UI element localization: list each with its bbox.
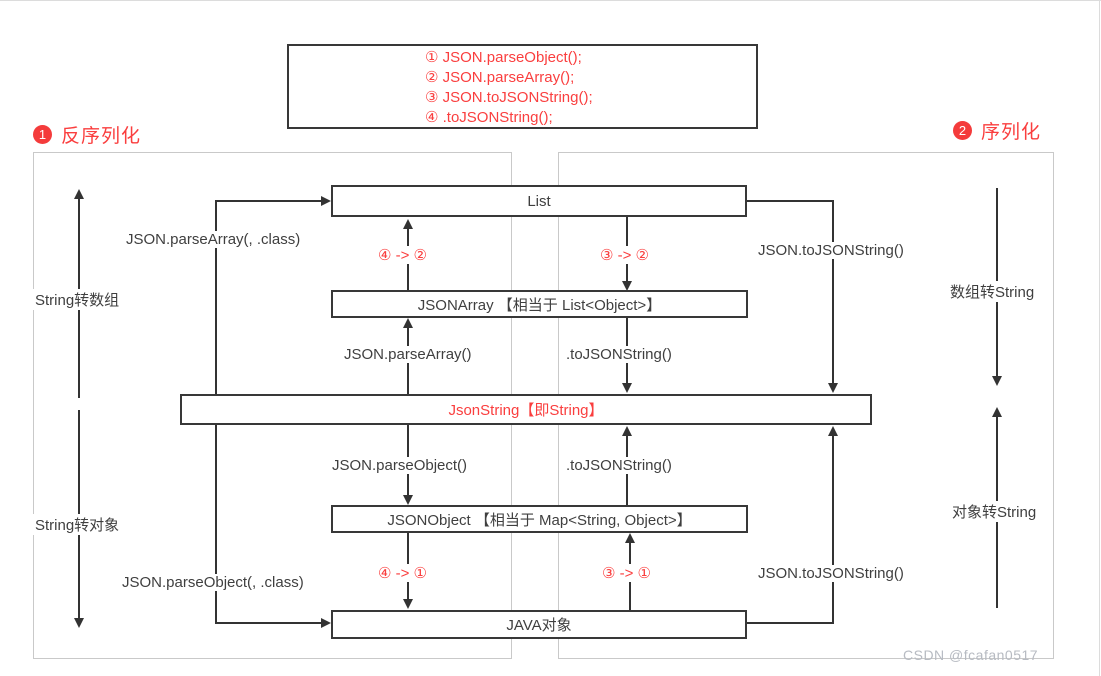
node-java-object-label: JAVA对象 [506, 617, 572, 634]
node-jsonstring-label: JsonString【即String】 [448, 402, 604, 419]
node-list: List [331, 185, 747, 217]
legend-line-3: ③ JSON.toJSONString(); [425, 89, 593, 106]
legend-line-4: ④ .toJSONString(); [425, 109, 553, 126]
label-parse-object: JSON.parseObject() [329, 457, 471, 474]
node-jsonobject: JSONObject 【相当于 Map<String, Object>】 [331, 505, 748, 533]
step-3-1-arrowhead-icon [625, 533, 635, 543]
label-tojsonstring-array: JSON.toJSONString() [755, 242, 907, 259]
step-3-2-arrowhead-icon [622, 281, 632, 291]
left-down-arrowhead-icon [74, 618, 84, 628]
right-up-arrowhead-icon [992, 407, 1002, 417]
page-right-border [1099, 0, 1100, 676]
node-java-object: JAVA对象 [331, 610, 747, 639]
step-4-2-arrowhead-icon [403, 219, 413, 229]
tojsonstring-array-arrowhead-icon [828, 383, 838, 393]
label-parse-object-class: JSON.parseObject(, .class) [119, 574, 307, 591]
parse-array-class-hline [215, 200, 323, 202]
label-tojsonstring-object: JSON.toJSONString() [755, 565, 907, 582]
left-up-arrowhead-icon [74, 189, 84, 199]
label-tostring-from-array: .toJSONString() [563, 346, 675, 363]
label-step-3-2: ③ -> ② [597, 246, 652, 264]
legend-line-1: ① JSON.parseObject(); [425, 49, 582, 66]
node-list-label: List [527, 192, 551, 210]
label-string-to-array: String转数组 [32, 289, 123, 310]
label-object-to-string: 对象转String [949, 501, 1040, 522]
header-serialization-label: 序列化 [981, 122, 1042, 143]
node-jsonobject-label: JSONObject 【相当于 Map<String, Object>】 [387, 511, 692, 529]
header-deserialization: 1 反序列化 [33, 121, 141, 148]
label-step-3-1: ③ -> ① [599, 564, 654, 582]
node-jsonarray-label: JSONArray 【相当于 List<Object>】 [417, 296, 662, 314]
badge-2-icon: 2 [953, 121, 972, 140]
parse-object-class-hline [215, 622, 323, 624]
tojsonstring-array-vline [832, 200, 834, 384]
parse-array-class-arrowhead-icon [321, 196, 331, 206]
parse-object-class-arrowhead-icon [321, 618, 331, 628]
label-step-4-1: ④ -> ① [375, 564, 430, 582]
parse-array-arrowhead-icon [403, 318, 413, 328]
tojsonstring-array-hline [743, 200, 834, 202]
label-tostring-from-object: .toJSONString() [563, 457, 675, 474]
tojsonstring-object-vline [832, 436, 834, 624]
tojsonstring-object-hline [743, 622, 834, 624]
parse-object-class-vline [215, 425, 217, 624]
page-top-border [0, 0, 1101, 1]
legend-box: ① JSON.parseObject(); ② JSON.parseArray(… [287, 44, 758, 129]
parse-object-arrowhead-icon [403, 495, 413, 505]
header-serialization: 2 序列化 [953, 117, 1041, 144]
node-jsonarray: JSONArray 【相当于 List<Object>】 [331, 290, 748, 318]
badge-1-icon: 1 [33, 125, 52, 144]
tostring-from-array-arrowhead-icon [622, 383, 632, 393]
watermark: CSDN @fcafan0517 [903, 647, 1039, 663]
header-deserialization-label: 反序列化 [61, 126, 142, 147]
legend-line-2: ② JSON.parseArray(); [425, 69, 575, 86]
tojsonstring-object-arrowhead-icon [828, 426, 838, 436]
label-step-4-2: ④ -> ② [375, 246, 430, 264]
tostring-from-object-arrowhead-icon [622, 426, 632, 436]
label-parse-array-class: JSON.parseArray(, .class) [123, 231, 304, 248]
label-array-to-string: 数组转String [947, 281, 1038, 302]
right-down-arrowhead-icon [992, 376, 1002, 386]
label-parse-array: JSON.parseArray() [341, 346, 475, 363]
node-jsonstring: JsonString【即String】 [180, 394, 872, 425]
label-string-to-object: String转对象 [32, 514, 123, 535]
step-4-1-arrowhead-icon [403, 599, 413, 609]
parse-array-class-vline [215, 201, 217, 394]
